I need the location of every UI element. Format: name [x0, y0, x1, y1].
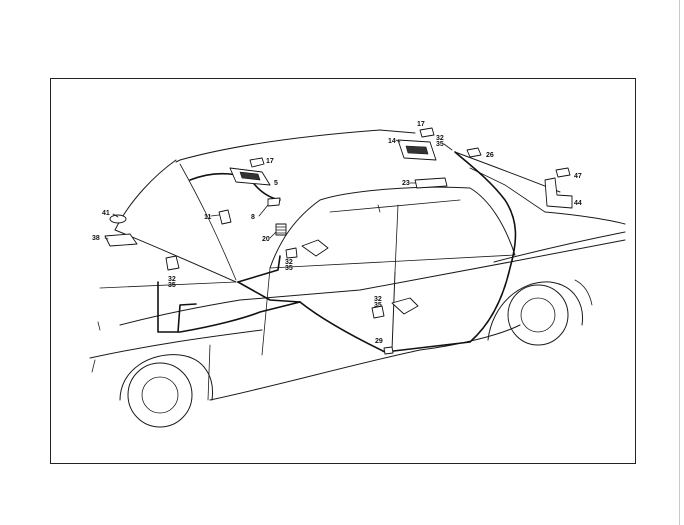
- car-body: [89, 129, 626, 428]
- callout-5: 5: [274, 180, 278, 187]
- callout-26: 26: [486, 152, 494, 159]
- reading-lamp-8-icon: [267, 197, 281, 207]
- callout-35-rear: 35: [374, 302, 382, 309]
- door-contact-switch-rear-icon: [371, 305, 385, 319]
- door-contact-switch-front-icon: [165, 255, 180, 271]
- callout-32-front: 32: [168, 276, 176, 283]
- callout-17-front: 17: [266, 158, 274, 165]
- parts: [104, 127, 573, 355]
- callout-17-rear: 17: [417, 121, 425, 128]
- callout-14: 14: [388, 138, 396, 145]
- callout-35-center: 35: [285, 265, 293, 272]
- callout-11: 11: [204, 214, 212, 221]
- lamp-housing-38-icon: [104, 233, 138, 247]
- callout-32-rear: 32: [374, 296, 382, 303]
- clip-26-icon: [466, 147, 482, 158]
- callout-labels: 17 5 8 11 20 41 38 32 35 32 35 32 35 29 …: [92, 121, 582, 345]
- callout-47: 47: [574, 173, 582, 180]
- callout-29: 29: [375, 338, 383, 345]
- lens-41-icon: [109, 214, 127, 224]
- page-edge-rule: [679, 0, 680, 525]
- callout-23: 23: [402, 180, 410, 187]
- bulb-17-front-icon: [249, 157, 265, 168]
- callout-38: 38: [92, 235, 100, 242]
- callout-32-center: 32: [285, 259, 293, 266]
- door-lamp-rear-icon: [391, 297, 419, 315]
- callout-35-front: 35: [168, 282, 176, 289]
- callout-32-roof: 32: [436, 135, 444, 142]
- trunk-lamp-44-icon: [544, 177, 573, 209]
- door-contact-switch-center-icon: [285, 247, 298, 259]
- diagram-frame: [50, 78, 636, 464]
- callout-35-roof: 35: [436, 141, 444, 148]
- bulb-47-icon: [555, 167, 571, 178]
- bulb-17-rear-icon: [419, 127, 435, 138]
- callout-41: 41: [102, 210, 110, 217]
- switch-11-icon: [218, 209, 232, 225]
- door-lamp-front-icon: [301, 239, 329, 257]
- pad-23-icon: [414, 177, 448, 189]
- leader-lines: [104, 139, 453, 240]
- wiring-harness: [157, 151, 517, 353]
- callout-8: 8: [251, 214, 255, 221]
- harness-connector-29-icon: [383, 346, 394, 355]
- callout-20: 20: [262, 236, 270, 243]
- callout-44: 44: [574, 200, 582, 207]
